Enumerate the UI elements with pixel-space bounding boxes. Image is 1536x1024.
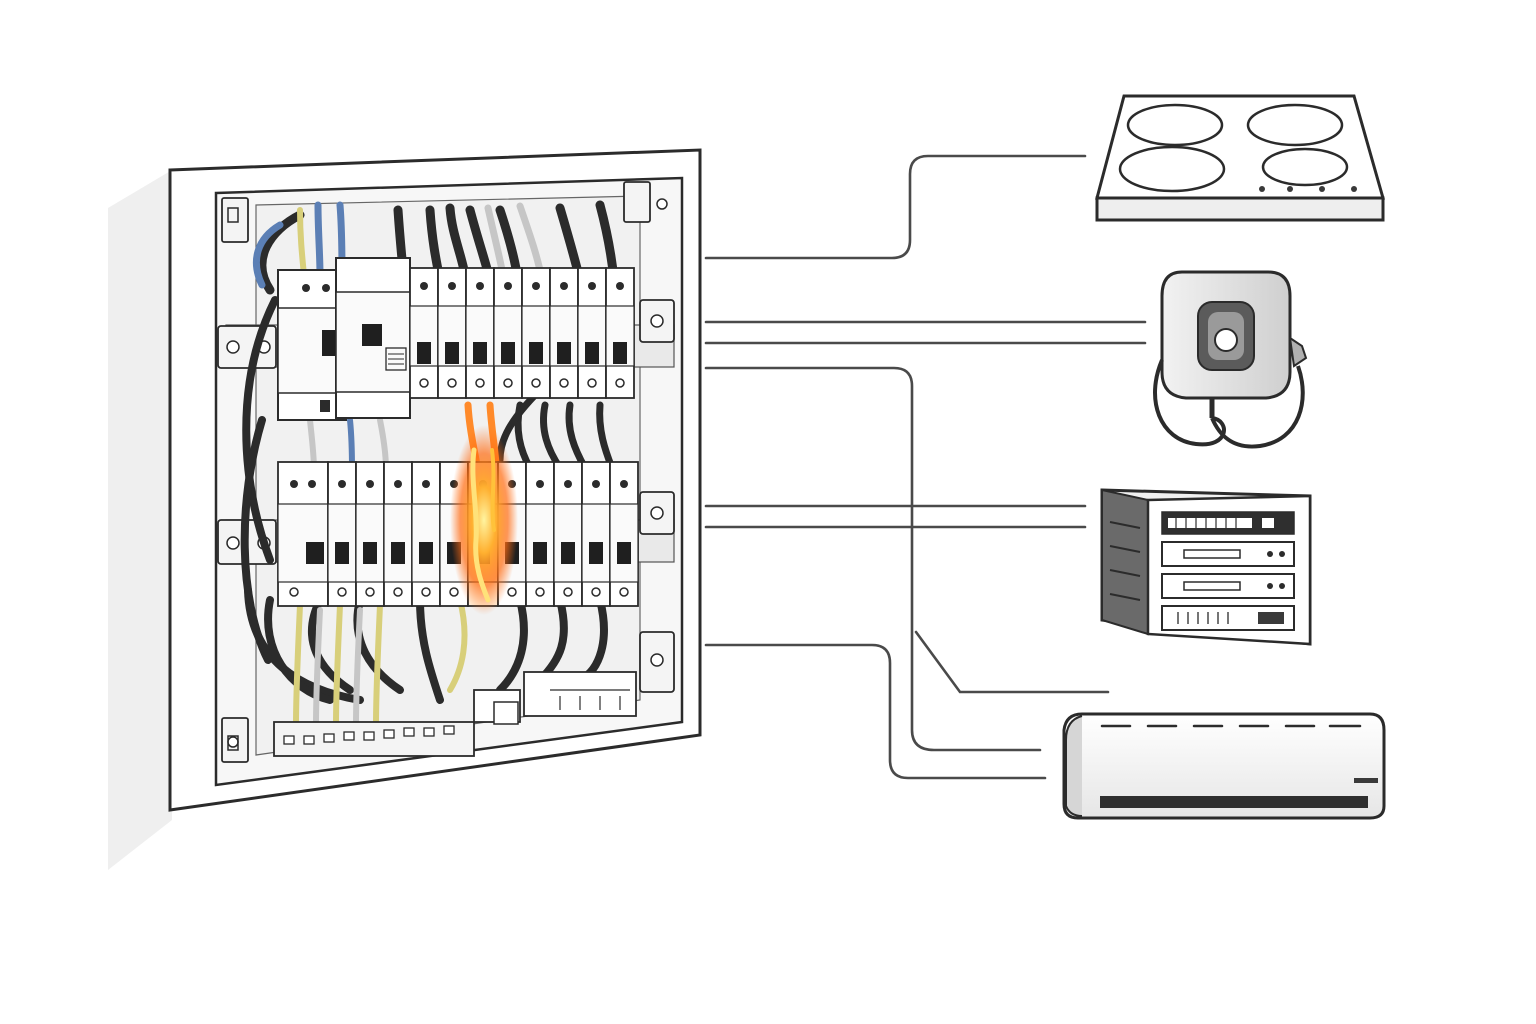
- breaker[interactable]: [525, 461, 555, 607]
- breaker[interactable]: [605, 267, 635, 399]
- breaker[interactable]: [437, 267, 467, 399]
- breaker-row-top: [409, 267, 635, 399]
- breaker[interactable]: [383, 461, 413, 607]
- server-unit: [1161, 541, 1295, 567]
- induction-cooktop-icon: [1095, 94, 1385, 222]
- server-unit: [1161, 573, 1295, 599]
- server-unit: [1161, 511, 1295, 535]
- breaker[interactable]: [493, 267, 523, 399]
- terminal-strip: [273, 671, 637, 757]
- breaker[interactable]: [549, 267, 579, 399]
- breaker[interactable]: [277, 461, 329, 607]
- breaker[interactable]: [553, 461, 583, 607]
- line-to-air-conditioner-2: [704, 643, 1047, 780]
- line-to-air-conditioner-1: [704, 366, 1042, 752]
- ev-charger-icon: [1153, 270, 1308, 449]
- rcd-device[interactable]: [335, 257, 411, 419]
- line-branch: [914, 630, 1110, 694]
- breaker-panel: [168, 148, 702, 812]
- breaker[interactable]: [577, 267, 607, 399]
- server-unit: [1161, 605, 1295, 631]
- breaker[interactable]: [409, 267, 439, 399]
- breaker[interactable]: [411, 461, 441, 607]
- air-conditioner-icon: [1062, 712, 1386, 820]
- line-to-cooktop: [704, 154, 1087, 260]
- breaker[interactable]: [581, 461, 611, 607]
- connection-lines: [704, 154, 1147, 780]
- breaker[interactable]: [609, 461, 639, 607]
- breaker[interactable]: [327, 461, 357, 607]
- breaker[interactable]: [465, 267, 495, 399]
- server-rack-icon: [1100, 488, 1312, 646]
- breaker[interactable]: [521, 267, 551, 399]
- overheating-hotspot: [450, 425, 518, 615]
- breaker-row-bottom: [277, 461, 639, 607]
- breaker[interactable]: [355, 461, 385, 607]
- panel-shadow: [108, 170, 172, 870]
